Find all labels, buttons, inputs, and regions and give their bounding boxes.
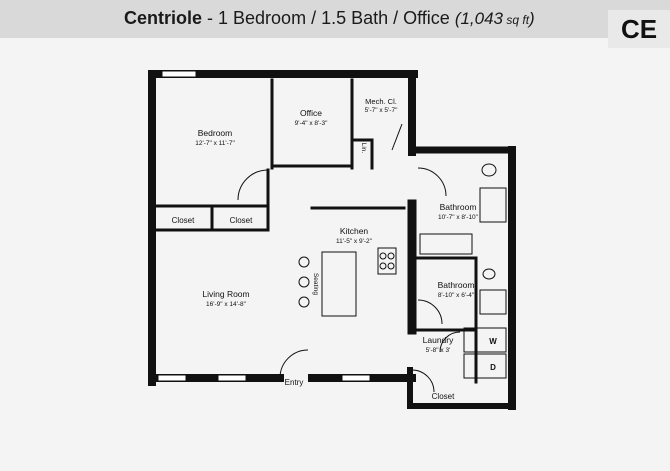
burner-icon — [387, 252, 395, 260]
title-separator: - — [202, 8, 219, 28]
plan-title: Centriole - 1 Bedroom / 1.5 Bath / Offic… — [124, 8, 535, 29]
plan-area-unit: sq ft — [503, 13, 530, 27]
room-office-dims: 9'-4" x 8'-3" — [295, 120, 328, 127]
header-bar — [0, 0, 670, 38]
room-living-name: Living Room — [202, 289, 249, 299]
plan-name: Centriole — [124, 8, 203, 28]
room-bathroom1-name: Bathroom — [440, 202, 477, 212]
room-bedroom-dims: 12'-7" x 11'-7" — [195, 140, 235, 147]
room-lin-name: Lin. — [360, 143, 367, 154]
stool-icon — [298, 256, 310, 268]
burner-icon — [379, 262, 387, 270]
room-mech-dims: 5'-7" x 5'-7" — [365, 107, 398, 114]
dryer-label: D — [490, 363, 496, 372]
door-closet-swing — [411, 369, 435, 393]
room-laundry-dims: 5'-8" x 3' — [426, 347, 451, 354]
door-bathroom1-swing — [417, 167, 447, 197]
washer-label: W — [489, 337, 497, 346]
window-bedroom — [161, 70, 197, 78]
burner-icon — [387, 262, 395, 270]
plan-area-close: ) — [529, 9, 535, 28]
room-bathroom1-dims: 10'-7" x 8'-10" — [438, 214, 479, 221]
door-bathroom2-swing — [417, 299, 443, 325]
room-labels: Bedroom 12'-7" x 11'-7" Office 9'-4" x 8… — [172, 97, 498, 401]
room-bedroom-name: Bedroom — [198, 128, 233, 138]
entry-label: Entry — [285, 378, 304, 387]
room-mech-name: Mech. Cl. — [365, 97, 397, 106]
door-laundry-swing — [439, 331, 461, 353]
plan-code-badge: CE — [608, 10, 670, 48]
windows — [157, 70, 371, 382]
room-closet1-name: Closet — [172, 216, 195, 225]
room-kitchen-name: Kitchen — [340, 226, 369, 236]
room-laundry-name: Laundry — [423, 335, 454, 345]
walls — [148, 70, 516, 410]
room-office-name: Office — [300, 108, 322, 118]
sink-icon — [479, 289, 507, 315]
plan-description: 1 Bedroom / 1.5 Bath / Office — [218, 8, 455, 28]
toilet-2-icon — [482, 268, 496, 280]
stove-icon — [377, 247, 397, 275]
stool-icon — [298, 276, 310, 288]
room-bathroom2-name: Bathroom — [438, 280, 475, 290]
plan-area-value: (1,043 — [454, 9, 504, 28]
room-closet2-name: Closet — [230, 216, 253, 225]
toilet-icon — [481, 163, 497, 177]
stool-icon — [298, 296, 310, 308]
room-kitchen-dims: 11'-5" x 9'-2" — [336, 238, 373, 245]
door-mech — [391, 123, 403, 151]
window-living-2 — [217, 374, 247, 382]
burner-icon — [379, 252, 387, 260]
seating-label: Seating — [312, 273, 319, 295]
room-bathroom2-dims: 8'-10" x 6'-4" — [438, 292, 475, 299]
fixtures — [298, 163, 507, 379]
door-bedroom-swing — [237, 169, 269, 201]
room-closet3-name: Closet — [432, 392, 455, 401]
room-living-dims: 16'-9" x 14'-8" — [206, 301, 247, 308]
window-living-1 — [157, 374, 187, 382]
doors — [237, 123, 461, 393]
vanity-icon — [479, 187, 507, 223]
washer-icon — [463, 327, 507, 353]
kitchen-island — [321, 251, 357, 317]
door-entry-swing — [279, 349, 309, 379]
dryer-icon — [463, 353, 507, 379]
bathtub-icon — [419, 233, 473, 255]
window-living-3 — [341, 374, 371, 382]
